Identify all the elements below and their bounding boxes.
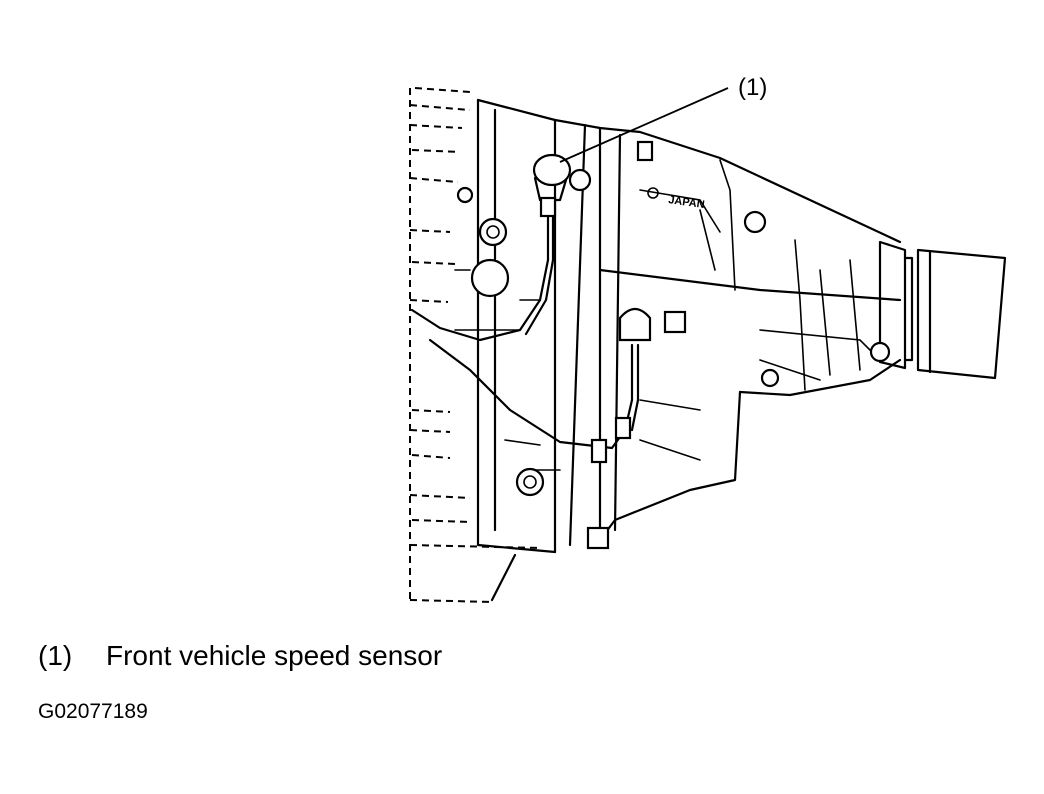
callout-label: (1) xyxy=(738,74,768,101)
legend-number: (1) xyxy=(38,640,73,671)
legend-description: Front vehicle speed sensor xyxy=(106,640,443,671)
callout-leader-line xyxy=(559,87,729,163)
front-vehicle-speed-sensor xyxy=(410,153,572,342)
transmission-housing xyxy=(454,98,1007,602)
legend-item: (1) Front vehicle speed sensor xyxy=(38,640,442,672)
wiring-harness xyxy=(428,307,687,464)
casting-mark-icon xyxy=(647,187,659,199)
bolts xyxy=(456,140,891,550)
dashed-casing-edges xyxy=(409,87,541,603)
figure-id: G02077189 xyxy=(38,700,148,723)
casting-text: JAPAN xyxy=(668,194,706,211)
